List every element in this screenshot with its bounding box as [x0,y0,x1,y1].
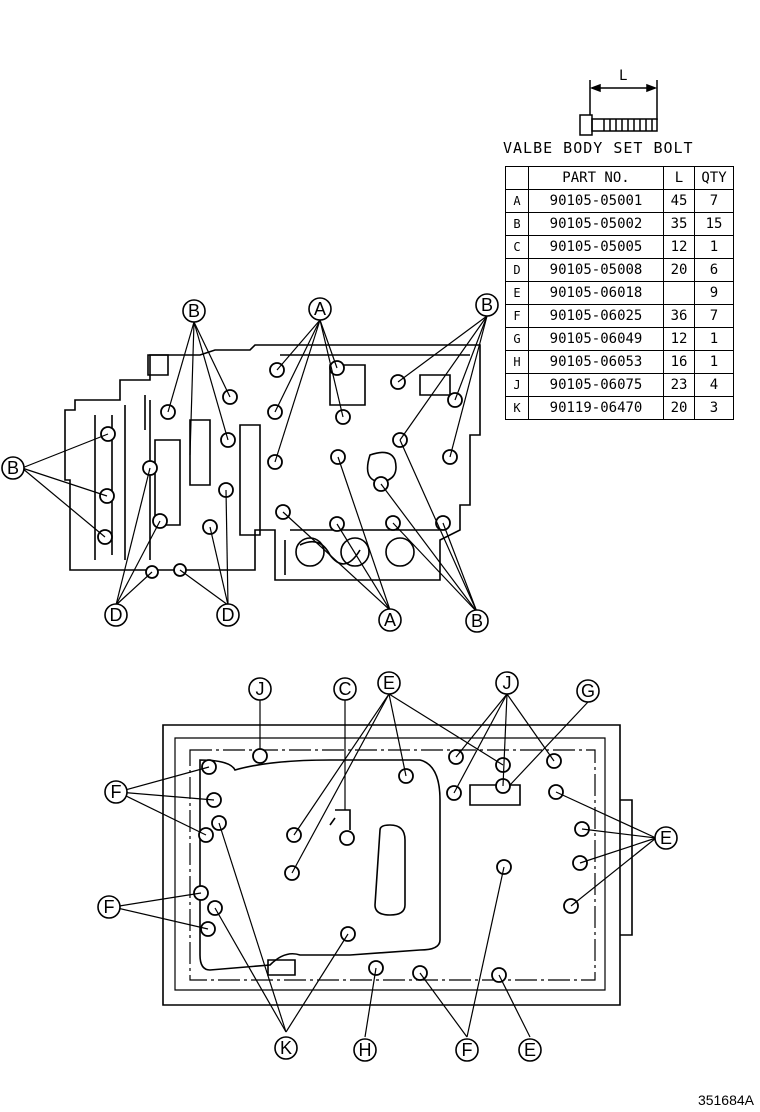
callout-b-left: B [7,458,19,478]
row-key: G [505,327,529,351]
row-key: B [505,212,529,236]
callout-e-right: E [660,828,672,848]
callout-b-bottom: B [471,611,483,631]
lower-callouts: J C E J G F E F K H F E [97,671,678,1062]
row-qty: 9 [694,281,734,305]
row-part-no: 90105-05008 [528,258,664,282]
row-key: C [505,235,529,259]
callout-d-right: D [222,605,235,625]
row-length: 20 [663,258,695,282]
bolt-illustration [579,80,658,136]
row-length: 23 [663,373,695,397]
row-key: D [505,258,529,282]
row-length: 12 [663,327,695,351]
reference-number: 351684A [697,1092,754,1108]
header-length: L [663,166,695,190]
row-part-no: 90105-05005 [528,235,664,259]
callout-j-right: J [503,673,512,693]
callout-b-top-left: B [188,301,200,321]
row-key: K [505,396,529,420]
lower-bolt-holes [193,748,590,983]
row-key: H [505,350,529,374]
row-part-no: 90105-06018 [528,281,664,305]
row-qty: 7 [694,189,734,213]
row-key: F [505,304,529,328]
callout-d-left: D [110,605,123,625]
bolt-table-title: VALBE BODY SET BOLT [503,139,694,157]
dimension-label: L [619,68,627,84]
row-qty: 15 [694,212,734,236]
row-length: 16 [663,350,695,374]
row-length: 45 [663,189,695,213]
header-qty: QTY [694,166,734,190]
row-qty: 6 [694,258,734,282]
row-qty: 3 [694,396,734,420]
header-part-no: PART NO. [528,166,664,190]
row-qty: 7 [694,304,734,328]
row-part-no: 90105-06053 [528,350,664,374]
callout-h: H [359,1040,372,1060]
callout-g: G [581,681,595,701]
upper-callouts: B A B B D D A B [1,293,499,633]
upper-leader-lines [21,315,488,613]
callout-f-upper: F [111,782,122,802]
upper-bolt-holes [97,360,463,579]
callout-a-top: A [314,299,326,319]
callout-f-lower: F [104,897,115,917]
callout-k: K [280,1038,292,1058]
callout-e-top: E [383,673,395,693]
lower-leader-lines [112,693,657,1038]
row-part-no: 90105-06075 [528,373,664,397]
row-qty: 1 [694,350,734,374]
callout-j-left: J [256,679,265,699]
row-part-no: 90105-05002 [528,212,664,236]
row-qty: 1 [694,235,734,259]
row-part-no: 90119-06470 [528,396,664,420]
row-length: 12 [663,235,695,259]
callout-e-bottom: E [524,1040,536,1060]
lower-valve-body [162,724,633,1006]
row-part-no: 90105-05001 [528,189,664,213]
row-length: 20 [663,396,695,420]
row-qty: 1 [694,327,734,351]
table-header-row: PART NO. L QTY [505,166,734,190]
row-qty: 4 [694,373,734,397]
row-length: 35 [663,212,695,236]
callout-b-top-right: B [481,295,493,315]
callout-f-bottom: F [462,1040,473,1060]
row-length: 36 [663,304,695,328]
row-part-no: 90105-06025 [528,304,664,328]
row-key: J [505,373,529,397]
header-key [505,166,529,190]
row-key: A [505,189,529,213]
row-part-no: 90105-06049 [528,327,664,351]
callout-a-bottom: A [384,610,396,630]
upper-valve-body [64,344,481,581]
callout-c: C [339,679,352,699]
row-length [663,281,695,305]
row-key: E [505,281,529,305]
